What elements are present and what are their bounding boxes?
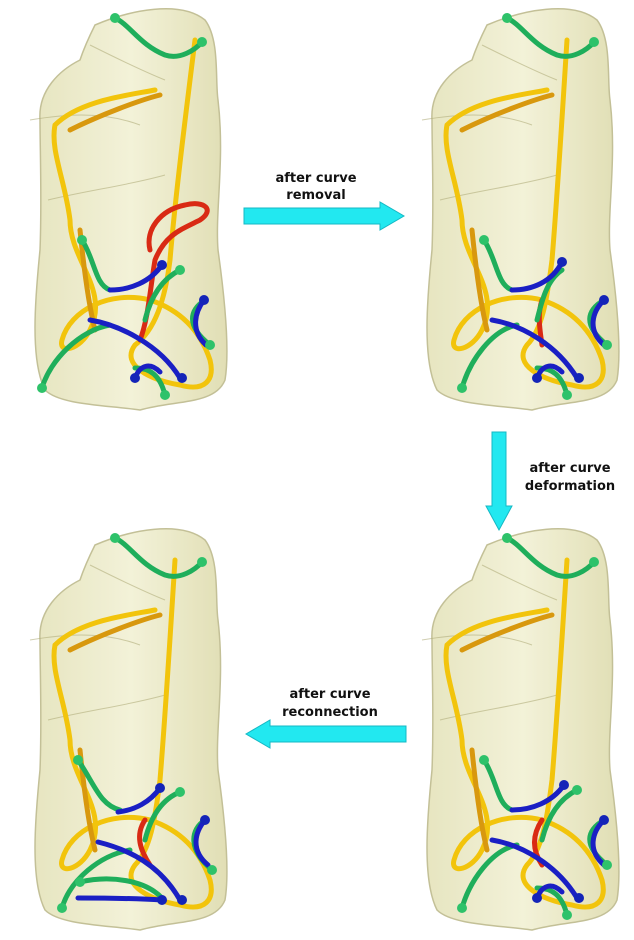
endpoint-green <box>77 235 87 245</box>
endpoint-green <box>479 755 489 765</box>
arrow-reconnection-shape <box>246 720 406 748</box>
arrow-deformation-label-line1: after curve <box>529 461 610 476</box>
endpoint-blue <box>574 373 584 383</box>
arrow-removal: after curve removal <box>244 171 404 230</box>
endpoint-green <box>457 383 467 393</box>
endpoint-green <box>197 37 207 47</box>
arrow-reconnection-label-line2: reconnection <box>282 705 378 720</box>
endpoint-blue <box>532 373 542 383</box>
endpoint-green <box>110 13 120 23</box>
endpoint-blue <box>157 260 167 270</box>
endpoint-green <box>57 903 67 913</box>
endpoint-green <box>502 533 512 543</box>
endpoint-blue <box>532 893 542 903</box>
endpoint-blue <box>155 783 165 793</box>
panel-after-removal <box>422 9 619 410</box>
endpoint-green <box>602 340 612 350</box>
endpoint-green <box>197 557 207 567</box>
endpoint-blue <box>157 895 167 905</box>
endpoint-blue <box>574 893 584 903</box>
endpoint-green <box>572 785 582 795</box>
arrow-deformation: after curve deformation <box>486 432 615 530</box>
endpoint-blue <box>199 295 209 305</box>
arrow-deformation-shape <box>486 432 512 530</box>
endpoint-green <box>75 877 85 887</box>
endpoint-green <box>37 383 47 393</box>
endpoint-green <box>502 13 512 23</box>
endpoint-green <box>175 787 185 797</box>
endpoint-green <box>160 390 170 400</box>
endpoint-blue <box>599 295 609 305</box>
endpoint-blue <box>557 257 567 267</box>
arrow-deformation-label-line2: deformation <box>525 479 615 494</box>
endpoint-blue <box>559 780 569 790</box>
endpoint-green <box>562 910 572 920</box>
endpoint-green <box>479 235 489 245</box>
panel-original <box>30 9 227 410</box>
panel-after-deformation <box>422 529 619 930</box>
endpoint-green <box>175 265 185 275</box>
arrow-removal-shape <box>244 202 404 230</box>
panel-after-reconnection <box>30 529 227 930</box>
arrow-removal-label-line1: after curve <box>275 171 356 186</box>
endpoint-green <box>207 865 217 875</box>
endpoint-green <box>562 390 572 400</box>
arrow-removal-label-line2: removal <box>286 188 345 203</box>
arrow-reconnection-label-line1: after curve <box>289 687 370 702</box>
endpoint-green <box>589 37 599 47</box>
endpoint-green <box>602 860 612 870</box>
endpoint-green <box>73 755 83 765</box>
endpoint-blue <box>200 815 210 825</box>
endpoint-green <box>205 340 215 350</box>
endpoint-blue <box>177 895 187 905</box>
endpoint-blue <box>177 373 187 383</box>
endpoint-blue <box>130 373 140 383</box>
endpoint-green <box>457 903 467 913</box>
arrow-reconnection: after curve reconnection <box>246 687 406 748</box>
endpoint-green <box>589 557 599 567</box>
endpoint-green <box>110 533 120 543</box>
endpoint-blue <box>599 815 609 825</box>
